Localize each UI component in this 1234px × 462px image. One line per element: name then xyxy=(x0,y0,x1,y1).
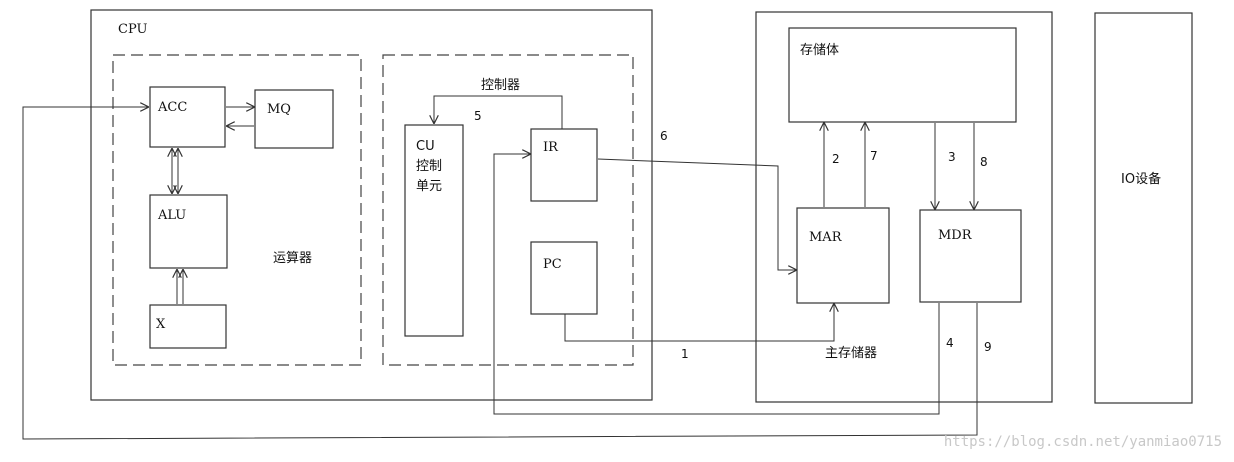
cu-label-line-2: 控制 xyxy=(416,159,442,174)
step-5-label: 5 xyxy=(474,109,482,123)
mq-register xyxy=(254,89,334,149)
controller-group-label: 控制器 xyxy=(481,78,520,93)
step-7-label: 7 xyxy=(870,149,878,163)
acc-register xyxy=(149,86,226,148)
storage-body xyxy=(788,27,1017,123)
step-2-label: 2 xyxy=(832,152,840,166)
mq-label: MQ xyxy=(267,102,291,117)
io-device-label: IO设备 xyxy=(1121,171,1161,187)
alu-group-label: 运算器 xyxy=(273,251,312,266)
step-9-path xyxy=(22,107,978,440)
mdr-label: MDR xyxy=(938,228,973,243)
controller-group-box xyxy=(382,54,634,366)
cu-label-line-3: 单元 xyxy=(416,179,442,194)
step-9-label: 9 xyxy=(984,340,992,354)
mdr-register xyxy=(919,209,1022,303)
io-device-box xyxy=(1094,12,1193,404)
cu-label-line-1: CU xyxy=(416,139,435,154)
step-1-path xyxy=(564,304,834,342)
alu-unit xyxy=(149,194,228,269)
cu-unit xyxy=(404,124,464,337)
watermark-text: https://blog.csdn.net/yanmiao0715 xyxy=(944,434,1222,450)
storage-label: 存储体 xyxy=(800,43,839,58)
step-6-label: 6 xyxy=(660,129,668,143)
step-3-label: 3 xyxy=(948,150,956,164)
cpu-title: CPU xyxy=(118,22,147,37)
ir-register xyxy=(530,128,598,202)
mar-label: MAR xyxy=(809,230,843,245)
pc-register xyxy=(530,241,598,315)
pc-label: PC xyxy=(543,257,562,272)
step-1-label: 1 xyxy=(681,347,689,361)
acc-label: ACC xyxy=(157,100,187,115)
x-label: X xyxy=(156,317,166,332)
memory-box xyxy=(755,11,1053,403)
ir-label: IR xyxy=(543,140,559,155)
alu-group-box xyxy=(112,54,362,366)
step-4-path xyxy=(493,154,940,415)
step-4-label: 4 xyxy=(946,336,954,350)
memory-label: 主存储器 xyxy=(825,346,877,361)
step-8-label: 8 xyxy=(980,155,988,169)
alu-label: ALU xyxy=(157,208,186,223)
mar-register xyxy=(796,207,890,304)
x-register xyxy=(149,304,227,349)
step-6-path xyxy=(597,158,796,270)
step-5-path xyxy=(434,95,563,129)
cpu-box xyxy=(90,9,653,401)
